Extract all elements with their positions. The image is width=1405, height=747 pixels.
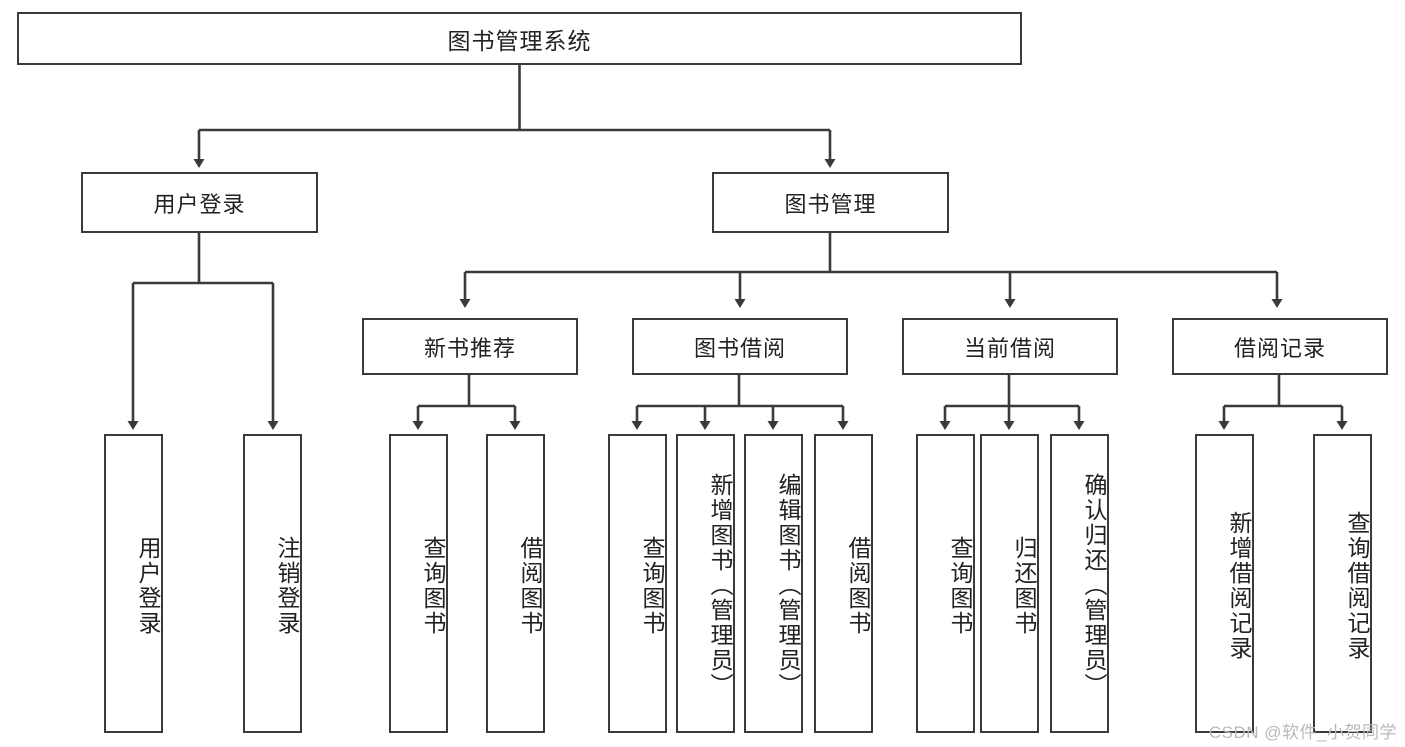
node-label: 归还图书 <box>1011 535 1037 636</box>
node-label: 查询图书 <box>639 535 665 636</box>
leaf-book-borrow-query-book[interactable]: 查询图书 <box>608 434 667 733</box>
node-label: 借阅图书 <box>845 535 871 636</box>
node-book-borrow[interactable]: 图书借阅 <box>632 318 848 375</box>
node-label: 当前借阅 <box>963 335 1056 361</box>
node-label: 图书管理系统 <box>447 27 592 54</box>
node-label: 新增借阅记录 <box>1226 510 1252 661</box>
node-user-login[interactable]: 用户登录 <box>81 172 318 233</box>
node-label: 确认归还（管理员） <box>1081 473 1107 698</box>
node-label: 图书管理 <box>784 191 877 217</box>
leaf-new-book-query-book[interactable]: 查询图书 <box>389 434 448 733</box>
leaf-book-borrow-add-book-admin[interactable]: 新增图书（管理员） <box>676 434 735 733</box>
node-label: 查询图书 <box>420 535 446 636</box>
leaf-book-borrow-borrow-book[interactable]: 借阅图书 <box>814 434 873 733</box>
node-label: 图书借阅 <box>693 335 786 361</box>
leaf-current-borrow-confirm-return-admin[interactable]: 确认归还（管理员） <box>1050 434 1109 733</box>
node-label: 查询图书 <box>947 535 973 636</box>
node-borrow-record[interactable]: 借阅记录 <box>1172 318 1388 375</box>
leaf-book-borrow-edit-book-admin[interactable]: 编辑图书（管理员） <box>744 434 803 733</box>
node-label: 新书推荐 <box>423 335 516 361</box>
node-book-management[interactable]: 图书管理 <box>712 172 949 233</box>
node-root-book-management-system[interactable]: 图书管理系统 <box>17 12 1022 65</box>
node-label: 借阅图书 <box>517 535 543 636</box>
node-current-borrow[interactable]: 当前借阅 <box>902 318 1118 375</box>
node-label: 借阅记录 <box>1233 335 1326 361</box>
node-label: 用户登录 <box>153 191 246 217</box>
leaf-current-borrow-query-book[interactable]: 查询图书 <box>916 434 975 733</box>
node-label: 新增图书（管理员） <box>707 473 733 698</box>
node-label: 编辑图书（管理员） <box>775 473 801 698</box>
leaf-new-book-borrow-book[interactable]: 借阅图书 <box>486 434 545 733</box>
leaf-user-login-login[interactable]: 用户登录 <box>104 434 163 733</box>
node-new-book-recommend[interactable]: 新书推荐 <box>362 318 578 375</box>
leaf-current-borrow-return-book[interactable]: 归还图书 <box>980 434 1039 733</box>
node-label: 用户登录 <box>135 535 161 636</box>
node-label: 查询借阅记录 <box>1344 510 1370 661</box>
leaf-user-login-logout[interactable]: 注销登录 <box>243 434 302 733</box>
node-label: 注销登录 <box>274 535 300 636</box>
leaf-borrow-record-query-record[interactable]: 查询借阅记录 <box>1313 434 1372 733</box>
leaf-borrow-record-add-record[interactable]: 新增借阅记录 <box>1195 434 1254 733</box>
